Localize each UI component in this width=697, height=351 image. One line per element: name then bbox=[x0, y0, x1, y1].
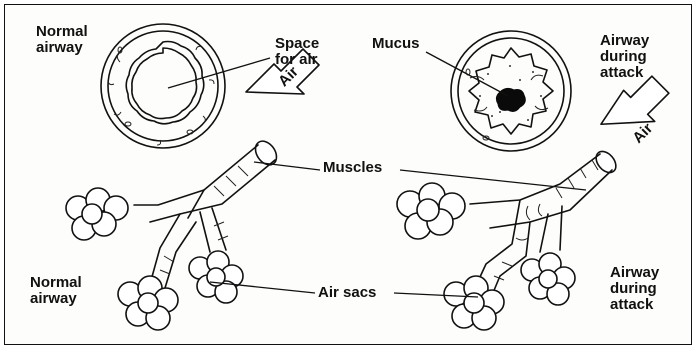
normal-airway-cross-section bbox=[101, 24, 225, 148]
label-airway-attack-bottom: Airway during attack bbox=[610, 265, 659, 313]
attack-airway-cross-section bbox=[451, 31, 571, 151]
label-space-for-air: Space for air bbox=[275, 36, 319, 68]
attack-bronchial-tree bbox=[397, 148, 620, 330]
label-normal-airway-top: Normal airway bbox=[36, 24, 88, 56]
mucus-leader bbox=[426, 52, 508, 96]
label-airway-attack-top: Airway during attack bbox=[600, 33, 649, 81]
label-normal-airway-bottom: Normal airway bbox=[30, 275, 82, 307]
label-air-sacs: Air sacs bbox=[318, 285, 376, 301]
normal-bronchial-tree bbox=[66, 137, 281, 330]
air-right-label: Air bbox=[629, 120, 656, 147]
muscles-leaders bbox=[254, 162, 586, 190]
label-muscles: Muscles bbox=[323, 160, 382, 176]
label-mucus: Mucus bbox=[372, 36, 420, 52]
